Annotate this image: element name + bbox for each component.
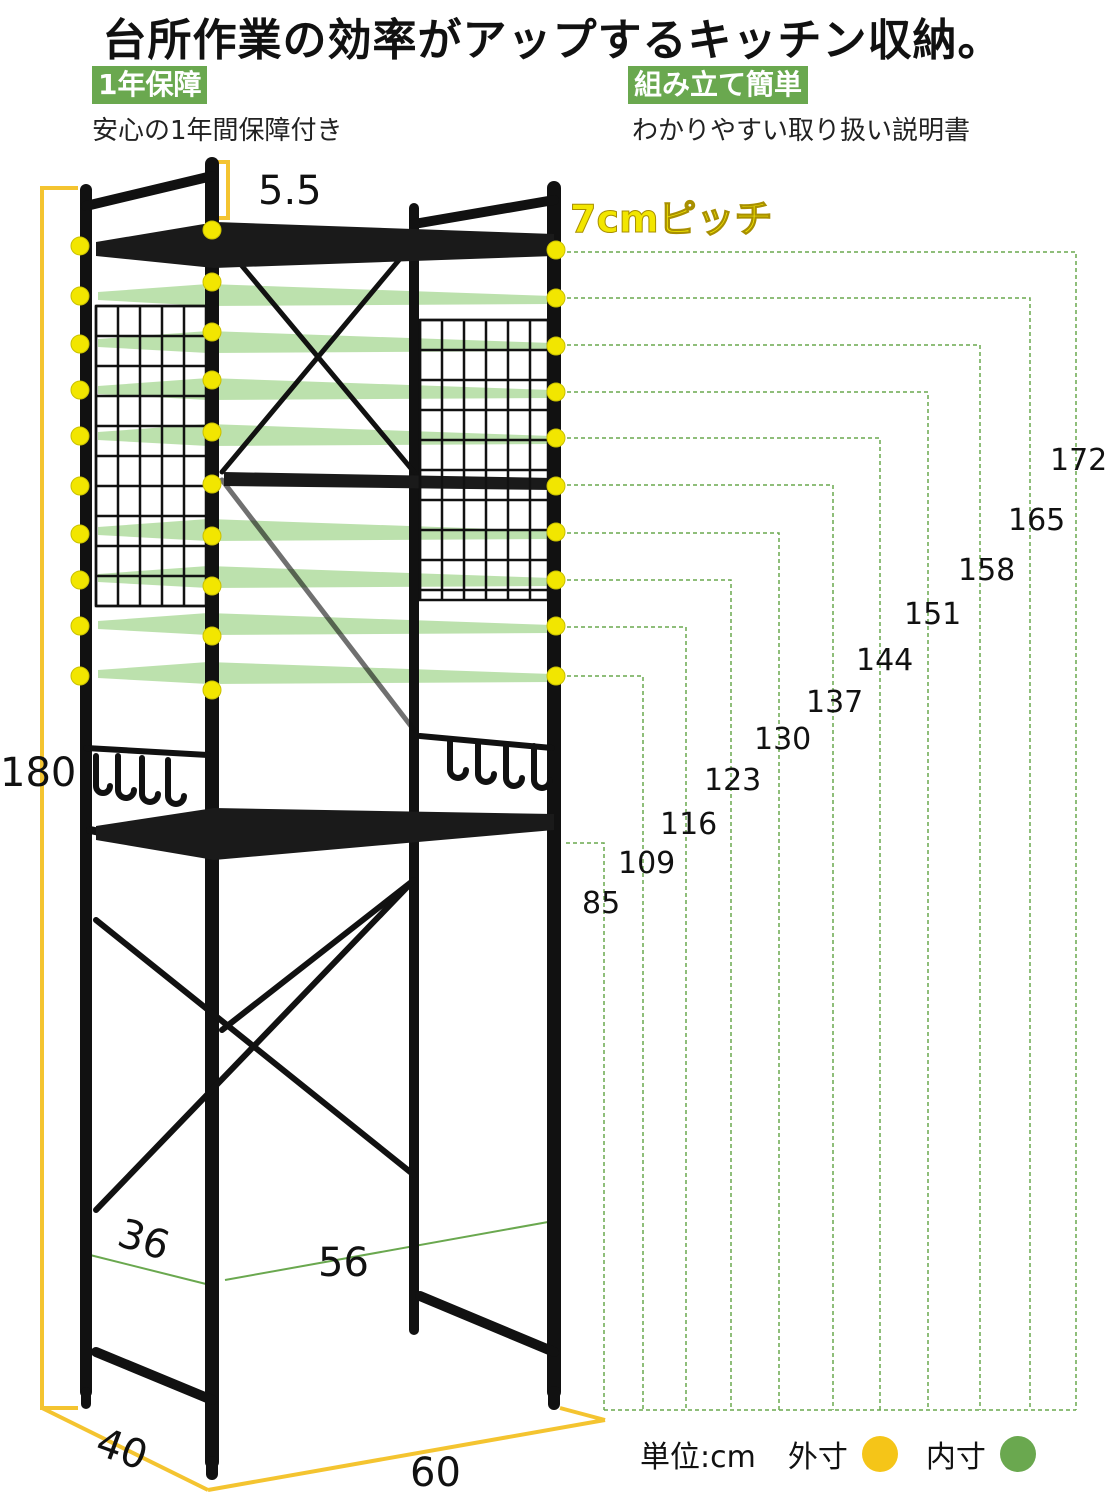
shelf-leader xyxy=(560,437,881,1410)
shelf-height-label: 158 xyxy=(958,553,1015,588)
shelf-leader xyxy=(560,579,732,1410)
width-label: 60 xyxy=(410,1450,461,1496)
shelf-height-label: 165 xyxy=(1008,503,1065,538)
inner-width-label: 56 xyxy=(318,1240,369,1286)
legend: 単位:cm 外寸 内寸 xyxy=(640,1432,1050,1476)
shelf-height-label: 151 xyxy=(904,597,961,632)
assembly-badge: 組み立て簡単 xyxy=(628,66,809,104)
shelf-height-label: 85 xyxy=(582,886,620,921)
warranty-text: 安心の1年間保障付き xyxy=(92,116,343,146)
adjustment-hole-dot xyxy=(202,526,222,546)
adjustment-hole-dot xyxy=(546,428,566,448)
adjustment-hole-dot xyxy=(546,476,566,496)
adjustment-hole-dot xyxy=(70,236,90,256)
assembly-text: わかりやすい取り扱い説明書 xyxy=(632,116,971,146)
shelf-height-label: 144 xyxy=(856,643,913,678)
depth-label: 40 xyxy=(90,1419,154,1480)
shelf-height-label: 109 xyxy=(618,846,675,881)
unit-label: 単位:cm xyxy=(640,1440,756,1475)
adjustment-hole-dot xyxy=(70,616,90,636)
pitch-band xyxy=(98,424,552,446)
wire-grid-left-lines xyxy=(94,304,208,608)
shelf-leader xyxy=(560,532,780,1410)
shelf-leader xyxy=(566,842,605,1410)
shelf-height-label: 116 xyxy=(660,807,717,842)
shelf-height-leaders xyxy=(560,251,1077,1411)
shelf-height-label: 172 xyxy=(1050,443,1105,478)
adjustment-hole-dot xyxy=(202,680,222,700)
inner-label: 内寸 xyxy=(925,1440,986,1475)
adjustment-hole-dot xyxy=(546,240,566,260)
pitch-band xyxy=(98,662,552,684)
wire-grid-right-lines xyxy=(418,318,548,600)
adjustment-hole-dot xyxy=(202,322,222,342)
adjustment-hole-dot xyxy=(202,576,222,596)
adjustment-hole-dot xyxy=(70,570,90,590)
shelf-leader xyxy=(560,251,1077,1410)
outer-dimension-lines xyxy=(40,160,606,1492)
adjustment-hole-dot xyxy=(70,380,90,400)
pitch-label: 7cmピッチ xyxy=(570,197,773,241)
pitch-band xyxy=(98,284,552,306)
adjustment-hole-dot xyxy=(546,382,566,402)
adjustment-hole-dot xyxy=(546,616,566,636)
shelf-leader xyxy=(560,297,1031,1410)
adjustment-hole-dot xyxy=(70,334,90,354)
adjustment-hole-dot xyxy=(202,370,222,390)
adjustment-hole-dot xyxy=(202,272,222,292)
inner-depth-label: 36 xyxy=(112,1210,175,1269)
outer-dot-icon xyxy=(861,1436,898,1472)
top-offset-label: 5.5 xyxy=(258,168,322,214)
shelf-leader xyxy=(560,626,687,1410)
adjustment-hole-dot xyxy=(70,286,90,306)
adjustment-hole-dot xyxy=(202,422,222,442)
shelf-leader xyxy=(560,391,929,1410)
adjustment-hole-dot xyxy=(546,570,566,590)
warranty-badge: 1年保障 xyxy=(92,66,208,104)
total-height-label: 180 xyxy=(0,750,76,796)
adjustment-hole-dot xyxy=(546,288,566,308)
adjustment-holes xyxy=(70,220,566,700)
shelf-height-label: 137 xyxy=(806,685,863,720)
adjustment-hole-dot xyxy=(546,336,566,356)
adjustment-hole-dot xyxy=(546,666,566,686)
shelf-leader xyxy=(560,344,981,1410)
adjustment-hole-dot xyxy=(202,474,222,494)
inner-guide-lines xyxy=(89,1221,549,1286)
adjustment-hole-dot xyxy=(546,522,566,542)
outer-label: 外寸 xyxy=(787,1440,848,1475)
shelf-height-label: 130 xyxy=(754,722,811,757)
adjustment-hole-dot xyxy=(70,476,90,496)
adjustment-hole-dot xyxy=(70,524,90,544)
hook-bar-left xyxy=(83,745,211,807)
page-title: 台所作業の効率がアップするキッチン収納。 xyxy=(102,15,1003,66)
adjustment-hole-dot xyxy=(202,626,222,646)
shelf-leader xyxy=(560,675,644,1410)
hook-bar-right xyxy=(417,733,555,791)
shelf-height-label: 123 xyxy=(704,763,761,798)
inner-dot-icon xyxy=(999,1436,1036,1472)
adjustment-hole-dot xyxy=(70,426,90,446)
shelf-leader xyxy=(560,484,834,1410)
adjustment-hole-dot xyxy=(70,666,90,686)
adjustment-hole-dot xyxy=(202,220,222,240)
